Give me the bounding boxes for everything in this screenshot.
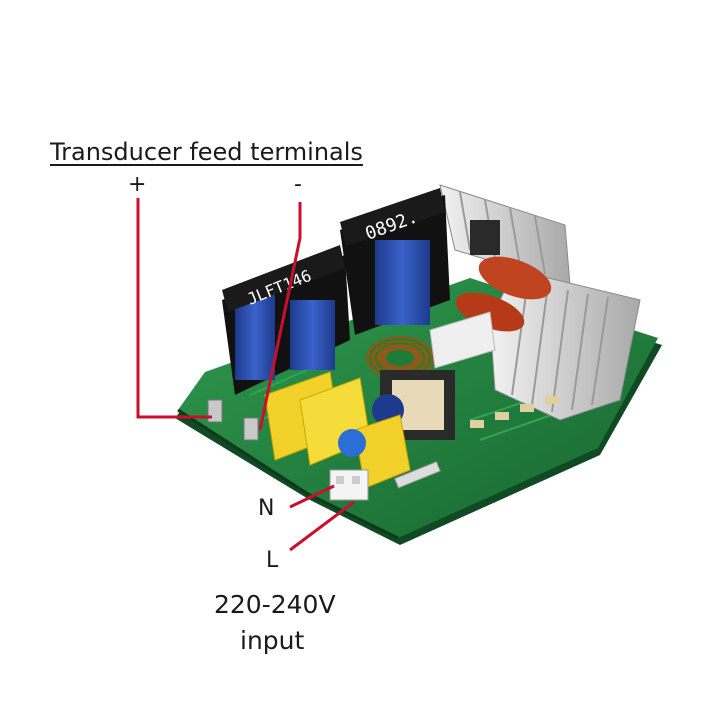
transformer-left: JLFT146 — [222, 245, 350, 395]
input-connector — [329, 469, 369, 501]
wire-live — [289, 500, 355, 552]
transformer-right: 0892. — [340, 188, 450, 335]
small-components — [470, 396, 559, 428]
callout-wires — [136, 198, 355, 552]
cement-resistor — [429, 311, 496, 369]
label-plus: + — [128, 172, 147, 197]
label-live: L — [266, 548, 279, 573]
label-input-voltage: 220-240V — [214, 590, 336, 619]
fuse — [394, 461, 441, 489]
disc-capacitor — [338, 429, 366, 457]
title-transducer-terminals: Transducer feed terminals — [50, 138, 363, 166]
label-minus: - — [294, 172, 302, 197]
heatsink — [439, 184, 641, 421]
wire-neutral — [289, 484, 335, 509]
wire-plus — [136, 198, 212, 419]
label-input: input — [240, 626, 305, 655]
label-neutral: N — [258, 496, 275, 521]
wire-minus — [258, 202, 302, 431]
output-terminals — [207, 399, 259, 441]
